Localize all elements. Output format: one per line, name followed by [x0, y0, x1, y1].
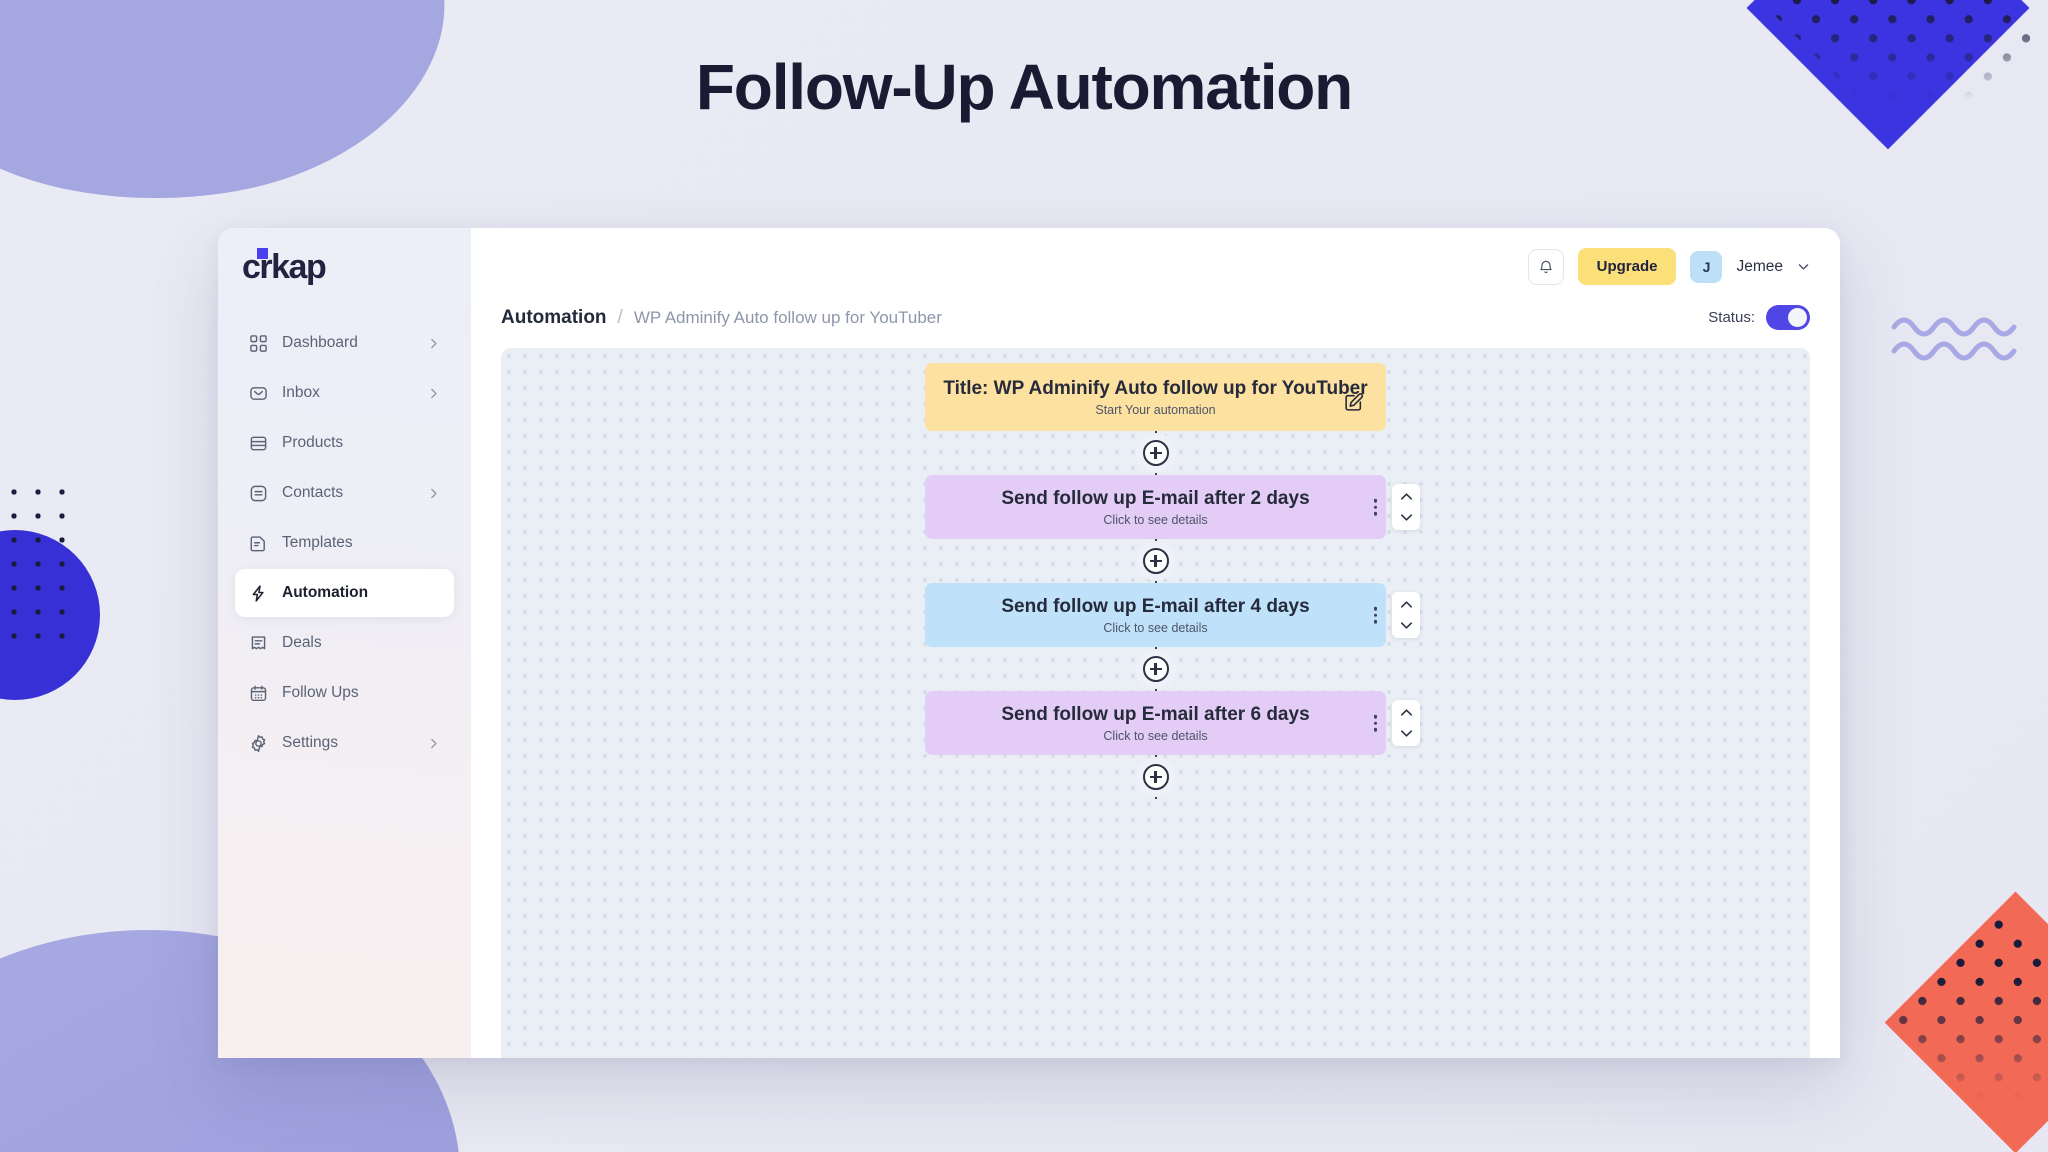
- chevron-up-icon[interactable]: [1399, 489, 1414, 504]
- chevron-right-icon: [431, 338, 437, 348]
- sidebar-item-label: Deals: [282, 634, 322, 651]
- flow-node-subtitle: Click to see details: [1103, 513, 1208, 528]
- flow-node-step-1[interactable]: Send follow up E-mail after 2 days Click…: [925, 475, 1420, 539]
- sidebar-item-inbox[interactable]: Inbox: [235, 369, 454, 417]
- sidebar-item-automation[interactable]: Automation: [235, 569, 454, 617]
- decor-diamond-bottom-right: [1884, 891, 2048, 1152]
- deals-icon: [251, 635, 266, 649]
- flow-node-start[interactable]: Title: WP Adminify Auto follow up for Yo…: [925, 363, 1386, 431]
- sidebar-item-label: Inbox: [282, 384, 320, 401]
- chevron-right-icon: [431, 488, 437, 498]
- chevron-down-icon[interactable]: [1399, 510, 1414, 525]
- brand-logo[interactable]: crkap: [218, 228, 471, 305]
- more-vertical-icon[interactable]: [1373, 606, 1377, 624]
- decor-dots-bottom-right: [1882, 905, 2048, 1150]
- breadcrumb-root[interactable]: Automation: [501, 306, 607, 328]
- automation-flow: Title: WP Adminify Auto follow up for Yo…: [501, 363, 1810, 799]
- sidebar-item-settings[interactable]: Settings: [235, 719, 454, 767]
- notifications-button[interactable]: [1527, 248, 1564, 285]
- avatar[interactable]: J: [1690, 250, 1723, 283]
- bolt-icon: [252, 584, 264, 602]
- flow-row-step-2: Send follow up E-mail after 4 days Click…: [501, 583, 1810, 647]
- add-step-button[interactable]: [1142, 440, 1169, 466]
- sidebar-nav: Dashboard Inbox Products C: [218, 305, 471, 767]
- status-control: Status:: [1708, 305, 1810, 330]
- page-title: Follow-Up Automation: [695, 51, 1353, 123]
- chevron-down-icon[interactable]: [1797, 260, 1810, 273]
- more-vertical-icon[interactable]: [1373, 714, 1377, 732]
- chevron-down-icon[interactable]: [1399, 726, 1414, 741]
- bell-icon: [1539, 260, 1552, 273]
- sidebar-item-contacts[interactable]: Contacts: [235, 469, 454, 517]
- sidebar-item-label: Dashboard: [282, 334, 358, 351]
- sidebar-item-label: Automation: [282, 584, 369, 601]
- flow-node-title: Title: WP Adminify Auto follow up for Yo…: [943, 377, 1368, 399]
- automation-canvas[interactable]: Title: WP Adminify Auto follow up for Yo…: [501, 348, 1810, 1058]
- logo-text: crkap: [242, 247, 327, 286]
- sidebar-item-deals[interactable]: Deals: [235, 619, 454, 667]
- flow-node-subtitle: Start Your automation: [1095, 403, 1216, 418]
- main-content: Upgrade J Jemee Automation / WP Adminify…: [471, 228, 1840, 1058]
- sidebar-item-label: Settings: [282, 734, 339, 751]
- sidebar: crkap Dashboard Inbox: [218, 228, 471, 1058]
- flow-connector-4: [501, 755, 1810, 799]
- sidebar-item-label: Products: [282, 434, 344, 451]
- add-step-button[interactable]: [1142, 764, 1169, 790]
- breadcrumb: Automation / WP Adminify Auto follow up …: [471, 305, 1840, 348]
- sidebar-item-follow-ups[interactable]: Follow Ups: [235, 669, 454, 717]
- flow-node-reorder-controls: [1392, 484, 1420, 530]
- flow-node-title: Send follow up E-mail after 6 days: [1001, 703, 1310, 725]
- chevron-right-icon: [431, 738, 437, 748]
- decor-waves-icon: [1891, 317, 2017, 361]
- flow-node-reorder-controls: [1392, 592, 1420, 638]
- flow-node-step-3[interactable]: Send follow up E-mail after 6 days Click…: [925, 691, 1420, 755]
- app-window: crkap Dashboard Inbox: [218, 228, 1840, 1058]
- flow-connector-2: [501, 539, 1810, 583]
- more-vertical-icon[interactable]: [1373, 498, 1377, 516]
- status-toggle[interactable]: [1766, 305, 1810, 330]
- sidebar-item-label: Follow Ups: [282, 684, 359, 701]
- status-label: Status:: [1708, 309, 1755, 326]
- flow-node-title: Send follow up E-mail after 4 days: [1001, 595, 1310, 617]
- chevron-down-icon[interactable]: [1399, 618, 1414, 633]
- breadcrumb-leaf: WP Adminify Auto follow up for YouTuber: [633, 307, 942, 327]
- flow-row-step-3: Send follow up E-mail after 6 days Click…: [501, 691, 1810, 755]
- add-step-button[interactable]: [1142, 656, 1169, 682]
- flow-node-subtitle: Click to see details: [1103, 729, 1208, 744]
- breadcrumb-separator: /: [617, 306, 623, 328]
- decor-circle-left: [0, 530, 100, 700]
- flow-connector-1: [501, 431, 1810, 475]
- sidebar-item-products[interactable]: Products: [235, 419, 454, 467]
- products-icon: [250, 436, 267, 450]
- flow-connector-3: [501, 647, 1810, 691]
- grid-icon: [250, 334, 267, 352]
- sidebar-item-templates[interactable]: Templates: [235, 519, 454, 567]
- sidebar-item-label: Contacts: [282, 484, 344, 501]
- contacts-icon: [250, 485, 267, 501]
- flow-row-step-1: Send follow up E-mail after 2 days Click…: [501, 475, 1810, 539]
- flow-node-title: Send follow up E-mail after 2 days: [1001, 487, 1310, 509]
- gear-icon: [251, 734, 266, 752]
- decor-dots-left: [2, 480, 82, 640]
- inbox-icon: [250, 386, 267, 400]
- flow-row-start: Title: WP Adminify Auto follow up for Yo…: [501, 363, 1810, 431]
- sidebar-item-dashboard[interactable]: Dashboard: [235, 319, 454, 367]
- chevron-right-icon: [431, 388, 437, 398]
- calendar-icon: [250, 685, 267, 701]
- upgrade-button[interactable]: Upgrade: [1577, 248, 1677, 285]
- flow-node-step-2[interactable]: Send follow up E-mail after 4 days Click…: [925, 583, 1420, 647]
- flow-node-reorder-controls: [1392, 700, 1420, 746]
- chevron-up-icon[interactable]: [1399, 597, 1414, 612]
- chevron-up-icon[interactable]: [1399, 705, 1414, 720]
- user-name[interactable]: Jemee: [1736, 257, 1783, 275]
- edit-pencil-icon[interactable]: [1343, 392, 1364, 413]
- add-step-button[interactable]: [1142, 548, 1169, 574]
- topbar: Upgrade J Jemee: [471, 228, 1840, 305]
- templates-icon: [250, 535, 265, 551]
- sidebar-item-label: Templates: [282, 534, 353, 551]
- logo-square-accent-icon: [257, 247, 268, 259]
- flow-node-subtitle: Click to see details: [1103, 621, 1208, 636]
